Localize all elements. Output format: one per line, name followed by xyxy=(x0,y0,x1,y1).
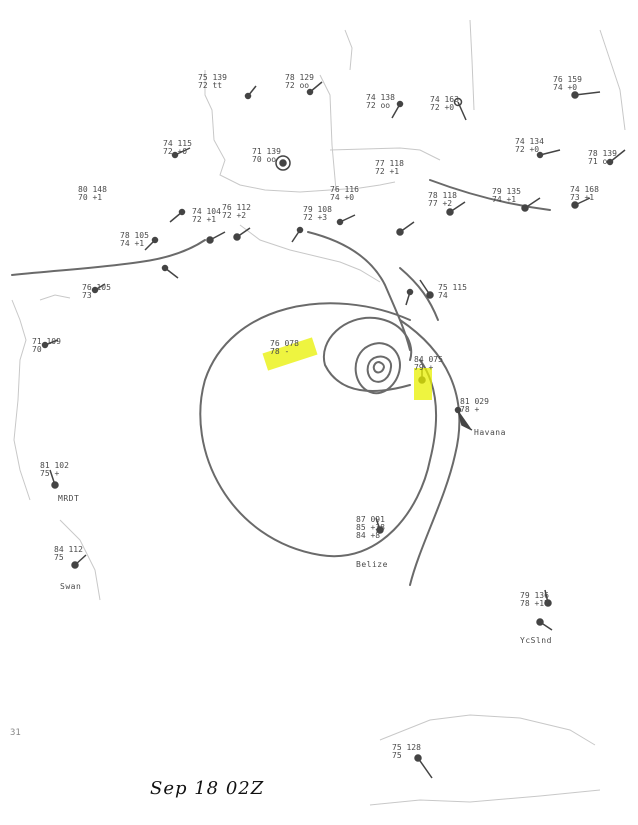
isobar-east-arc xyxy=(399,319,461,586)
isobar-northeast xyxy=(399,267,439,321)
station-circle-center xyxy=(275,155,291,171)
station-obs: 81 029 78 + xyxy=(460,397,489,414)
station-obs: 78 139 71 oo xyxy=(588,149,617,166)
date-label: Sep 18 02Z xyxy=(150,778,265,799)
station-obs: 74 134 72 +0 xyxy=(515,137,544,154)
station-obs: 74 104 72 +1 xyxy=(192,207,221,224)
station-obs: 76 078 78 - xyxy=(270,339,299,356)
isobar-ring-1 xyxy=(354,342,402,395)
station-obs: 78 129 72 oo xyxy=(285,73,314,90)
place-label-merida: MRDT xyxy=(58,494,80,503)
isobar-north-arc xyxy=(307,231,411,351)
station-obs: 76 105 73 xyxy=(82,283,111,300)
station-obs: 71 139 70 oo xyxy=(252,147,281,164)
isobar-gulf-west xyxy=(11,239,206,276)
station-obs: 79 108 72 +3 xyxy=(303,205,332,222)
isobar-lines xyxy=(11,179,551,586)
station-obs: 74 168 73 +1 xyxy=(570,185,599,202)
station-dot xyxy=(279,159,287,167)
isobar-ring-2 xyxy=(366,355,393,383)
place-label-belize: Belize xyxy=(356,560,388,569)
station-obs: 74 138 72 oo xyxy=(366,93,395,110)
station-obs: 79 136 78 +17 xyxy=(520,591,549,608)
isobar-far-east xyxy=(429,179,551,211)
station-obs: 84 112 75 xyxy=(54,545,83,562)
station-obs: 80 148 70 +1 xyxy=(78,185,107,202)
place-label-swan: Swan xyxy=(60,582,82,591)
station-obs: 71 109 70 xyxy=(32,337,61,354)
station-obs: 75 128 75 xyxy=(392,743,421,760)
margin-note: 31 xyxy=(10,728,21,738)
place-label-yucatan: YcSlnd xyxy=(520,636,552,645)
station-obs: 75 139 72 tt xyxy=(198,73,227,90)
station-obs: 77 118 72 +1 xyxy=(375,159,404,176)
station-obs: 87 091 85 +38 84 +8 xyxy=(356,515,385,540)
station-obs: 76 159 74 +0 xyxy=(553,75,582,92)
place-label-havana: Havana xyxy=(474,428,506,437)
station-obs: 78 105 74 +1 xyxy=(120,231,149,248)
station-obs: 81 102 75 + xyxy=(40,461,69,478)
station-obs: 84 075 79 + xyxy=(414,355,443,372)
station-obs: 79 135 74 +1 xyxy=(492,187,521,204)
station-obs: 78 118 77 +2 xyxy=(428,191,457,208)
isobar-outer xyxy=(199,302,437,558)
station-obs: 74 163 72 +0 xyxy=(430,95,459,112)
isobar-ring-3 xyxy=(372,360,386,374)
station-obs: 76 112 72 +2 xyxy=(222,203,251,220)
highlight-east-obs xyxy=(414,368,432,400)
station-obs: 74 115 72 +0 xyxy=(163,139,192,156)
station-obs: 76 116 74 +0 xyxy=(330,185,359,202)
coastline-outlines xyxy=(11,19,626,806)
station-obs: 75 115 74 xyxy=(438,283,467,300)
